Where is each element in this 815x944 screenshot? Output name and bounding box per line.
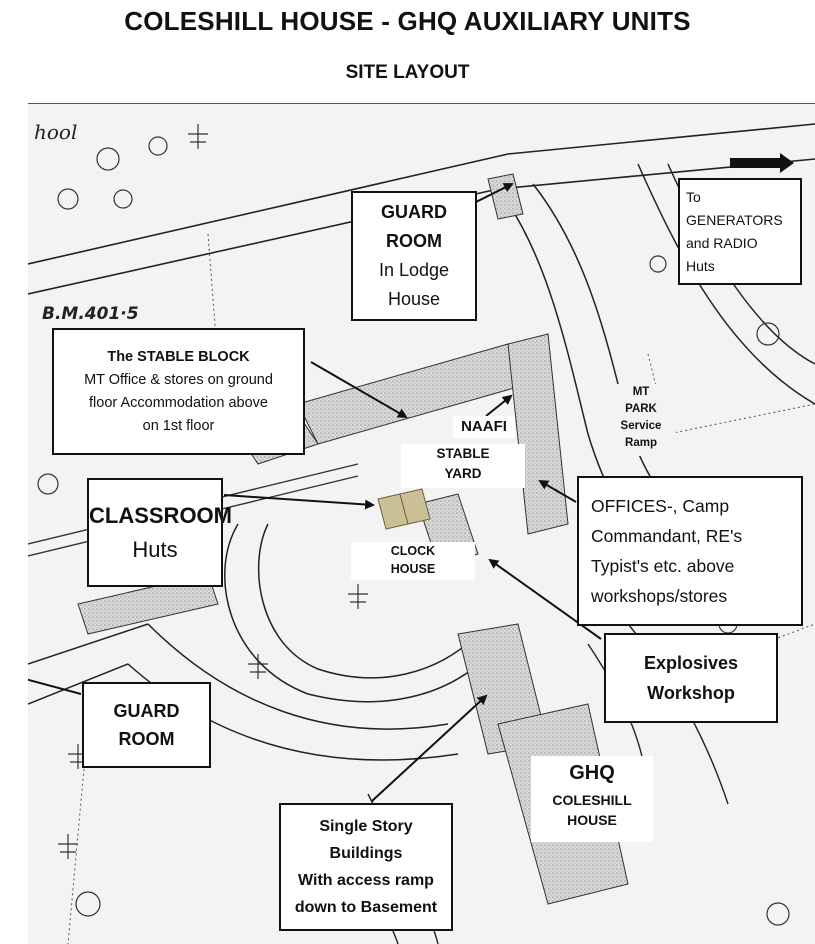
mt-park-line4: Ramp (625, 437, 657, 449)
offices-line1: OFFICES-, Camp (591, 496, 730, 516)
ghq-line3: HOUSE (567, 812, 617, 828)
clock-house-line1: CLOCK (390, 544, 436, 558)
offices-line4: workshops/stores (591, 586, 728, 606)
offices-line3: Typist's etc. above (591, 556, 735, 576)
page-subtitle: SITE LAYOUT (345, 62, 470, 83)
label-offices: OFFICES-, Camp Commandant, RE's Typist's… (577, 476, 803, 626)
classroom-line2: Huts (132, 536, 178, 562)
label-clock-house: CLOCK HOUSE (351, 542, 475, 580)
offices-line2: Commandant, RE's (591, 526, 743, 546)
ghq-line1: GHQ (569, 762, 615, 784)
stable-block-line3: floor Accommodation above (89, 394, 268, 411)
single-story-line4: down to Basement (294, 899, 438, 916)
mt-park-line2: PARK (625, 403, 657, 415)
stable-yard-line1: STABLE (436, 446, 490, 461)
label-classroom: CLASSROOM Huts (87, 478, 232, 587)
guard-room-lodge-line3: In Lodge (378, 260, 450, 280)
stable-block-east (507, 333, 569, 535)
guard-room-lodge-line1: GUARD (381, 202, 447, 222)
explosives-line2: Workshop (647, 683, 735, 703)
page-title: COLESHILL HOUSE - GHQ AUXILIARY UNITS (124, 6, 691, 36)
ghq-line2: COLESHILL (552, 792, 632, 808)
single-story-line3: With access ramp (298, 872, 434, 889)
label-naafi: NAAFI (453, 416, 515, 438)
clock-house-line2: HOUSE (390, 562, 436, 576)
label-guard-room-west: GUARD ROOM (82, 682, 211, 768)
label-stable-block: The STABLE BLOCK MT Office & stores on g… (52, 328, 305, 455)
lodge-house (487, 173, 524, 220)
stable-block-line2: MT Office & stores on ground (84, 371, 273, 388)
guard-room-west-line2: ROOM (118, 729, 175, 749)
label-generators: To GENERATORS and RADIO Huts (678, 178, 802, 285)
label-stable-yard: STABLE YARD (401, 444, 525, 488)
classroom-line1: CLASSROOM (89, 502, 232, 528)
label-ghq: GHQ COLESHILL HOUSE (531, 756, 653, 842)
generators-line4: Huts (686, 257, 715, 274)
conifers (58, 124, 368, 859)
map-benchmark-text: B.M.401·5 (42, 304, 139, 324)
generators-line2: GENERATORS (686, 211, 783, 228)
guard-room-west-line1: GUARD (113, 701, 180, 721)
label-mt-park: MT PARK Service Ramp (606, 384, 676, 456)
stable-block-line1: The STABLE BLOCK (107, 348, 250, 365)
classroom-hut-2 (399, 488, 431, 525)
label-explosives: Explosives Workshop (604, 633, 778, 723)
guard-room-lodge-line2: ROOM (386, 231, 442, 251)
explosives-line1: Explosives (643, 653, 739, 673)
site-map: hool B.M.401·5 GUARD ROOM In Lodge House… (28, 103, 815, 944)
mt-park-line3: Service (620, 420, 662, 432)
single-story-line2: Buildings (329, 845, 403, 862)
guard-room-lodge-line4: House (387, 289, 441, 309)
map-school-text: hool (34, 120, 77, 144)
stable-yard-line2: YARD (444, 466, 482, 481)
generators-line1: To (686, 188, 701, 205)
stable-block-line4: on 1st floor (142, 417, 215, 434)
label-guard-room-lodge: GUARD ROOM In Lodge House (351, 191, 477, 321)
generators-line3: and RADIO (686, 234, 758, 251)
single-story-line1: Single Story (319, 818, 413, 835)
label-single-story: Single Story Buildings With access ramp … (279, 803, 453, 931)
mt-park-line1: MT (632, 386, 650, 398)
